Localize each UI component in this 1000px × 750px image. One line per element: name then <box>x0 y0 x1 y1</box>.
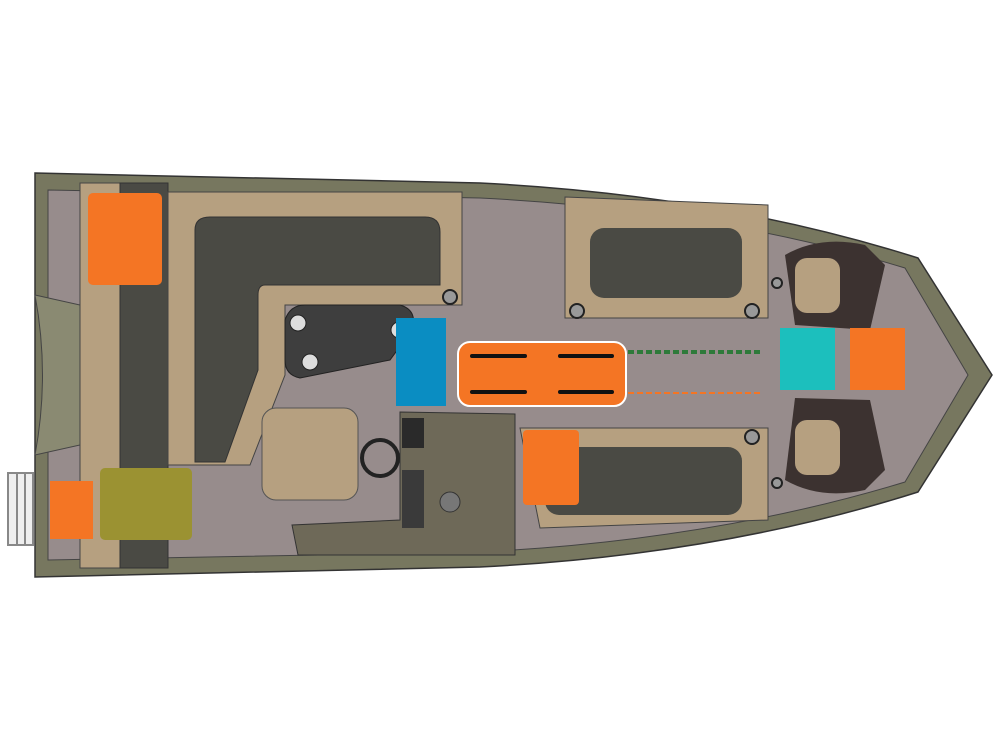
pedestal-bases <box>442 277 783 489</box>
steering-wheel-icon <box>360 438 400 478</box>
storage-blue <box>396 318 446 406</box>
deck-handles <box>470 354 614 394</box>
helm-seat <box>261 407 359 501</box>
bow-seat-port-cushion <box>795 258 840 313</box>
stern-livewell-olive <box>100 468 192 540</box>
forward-cushion-stbd <box>545 447 742 515</box>
speaker-icon <box>439 491 461 513</box>
center-deck-orange <box>457 341 627 407</box>
throttle-display <box>402 470 424 528</box>
l-lounge-cushion <box>194 216 441 463</box>
swim-step-orange <box>50 481 93 539</box>
storage-orange-bow <box>850 328 905 390</box>
storage-teal <box>780 328 835 390</box>
storage-orange-stbd <box>523 430 579 505</box>
stern-well <box>34 294 81 456</box>
boarding-ladder <box>7 472 34 546</box>
stern-storage-orange <box>88 193 162 285</box>
cupholder <box>301 353 319 371</box>
cupholder <box>289 314 307 332</box>
switch-panel <box>402 418 424 448</box>
forward-cushion-port <box>590 228 742 298</box>
bow-seat-stbd-cushion <box>795 420 840 475</box>
